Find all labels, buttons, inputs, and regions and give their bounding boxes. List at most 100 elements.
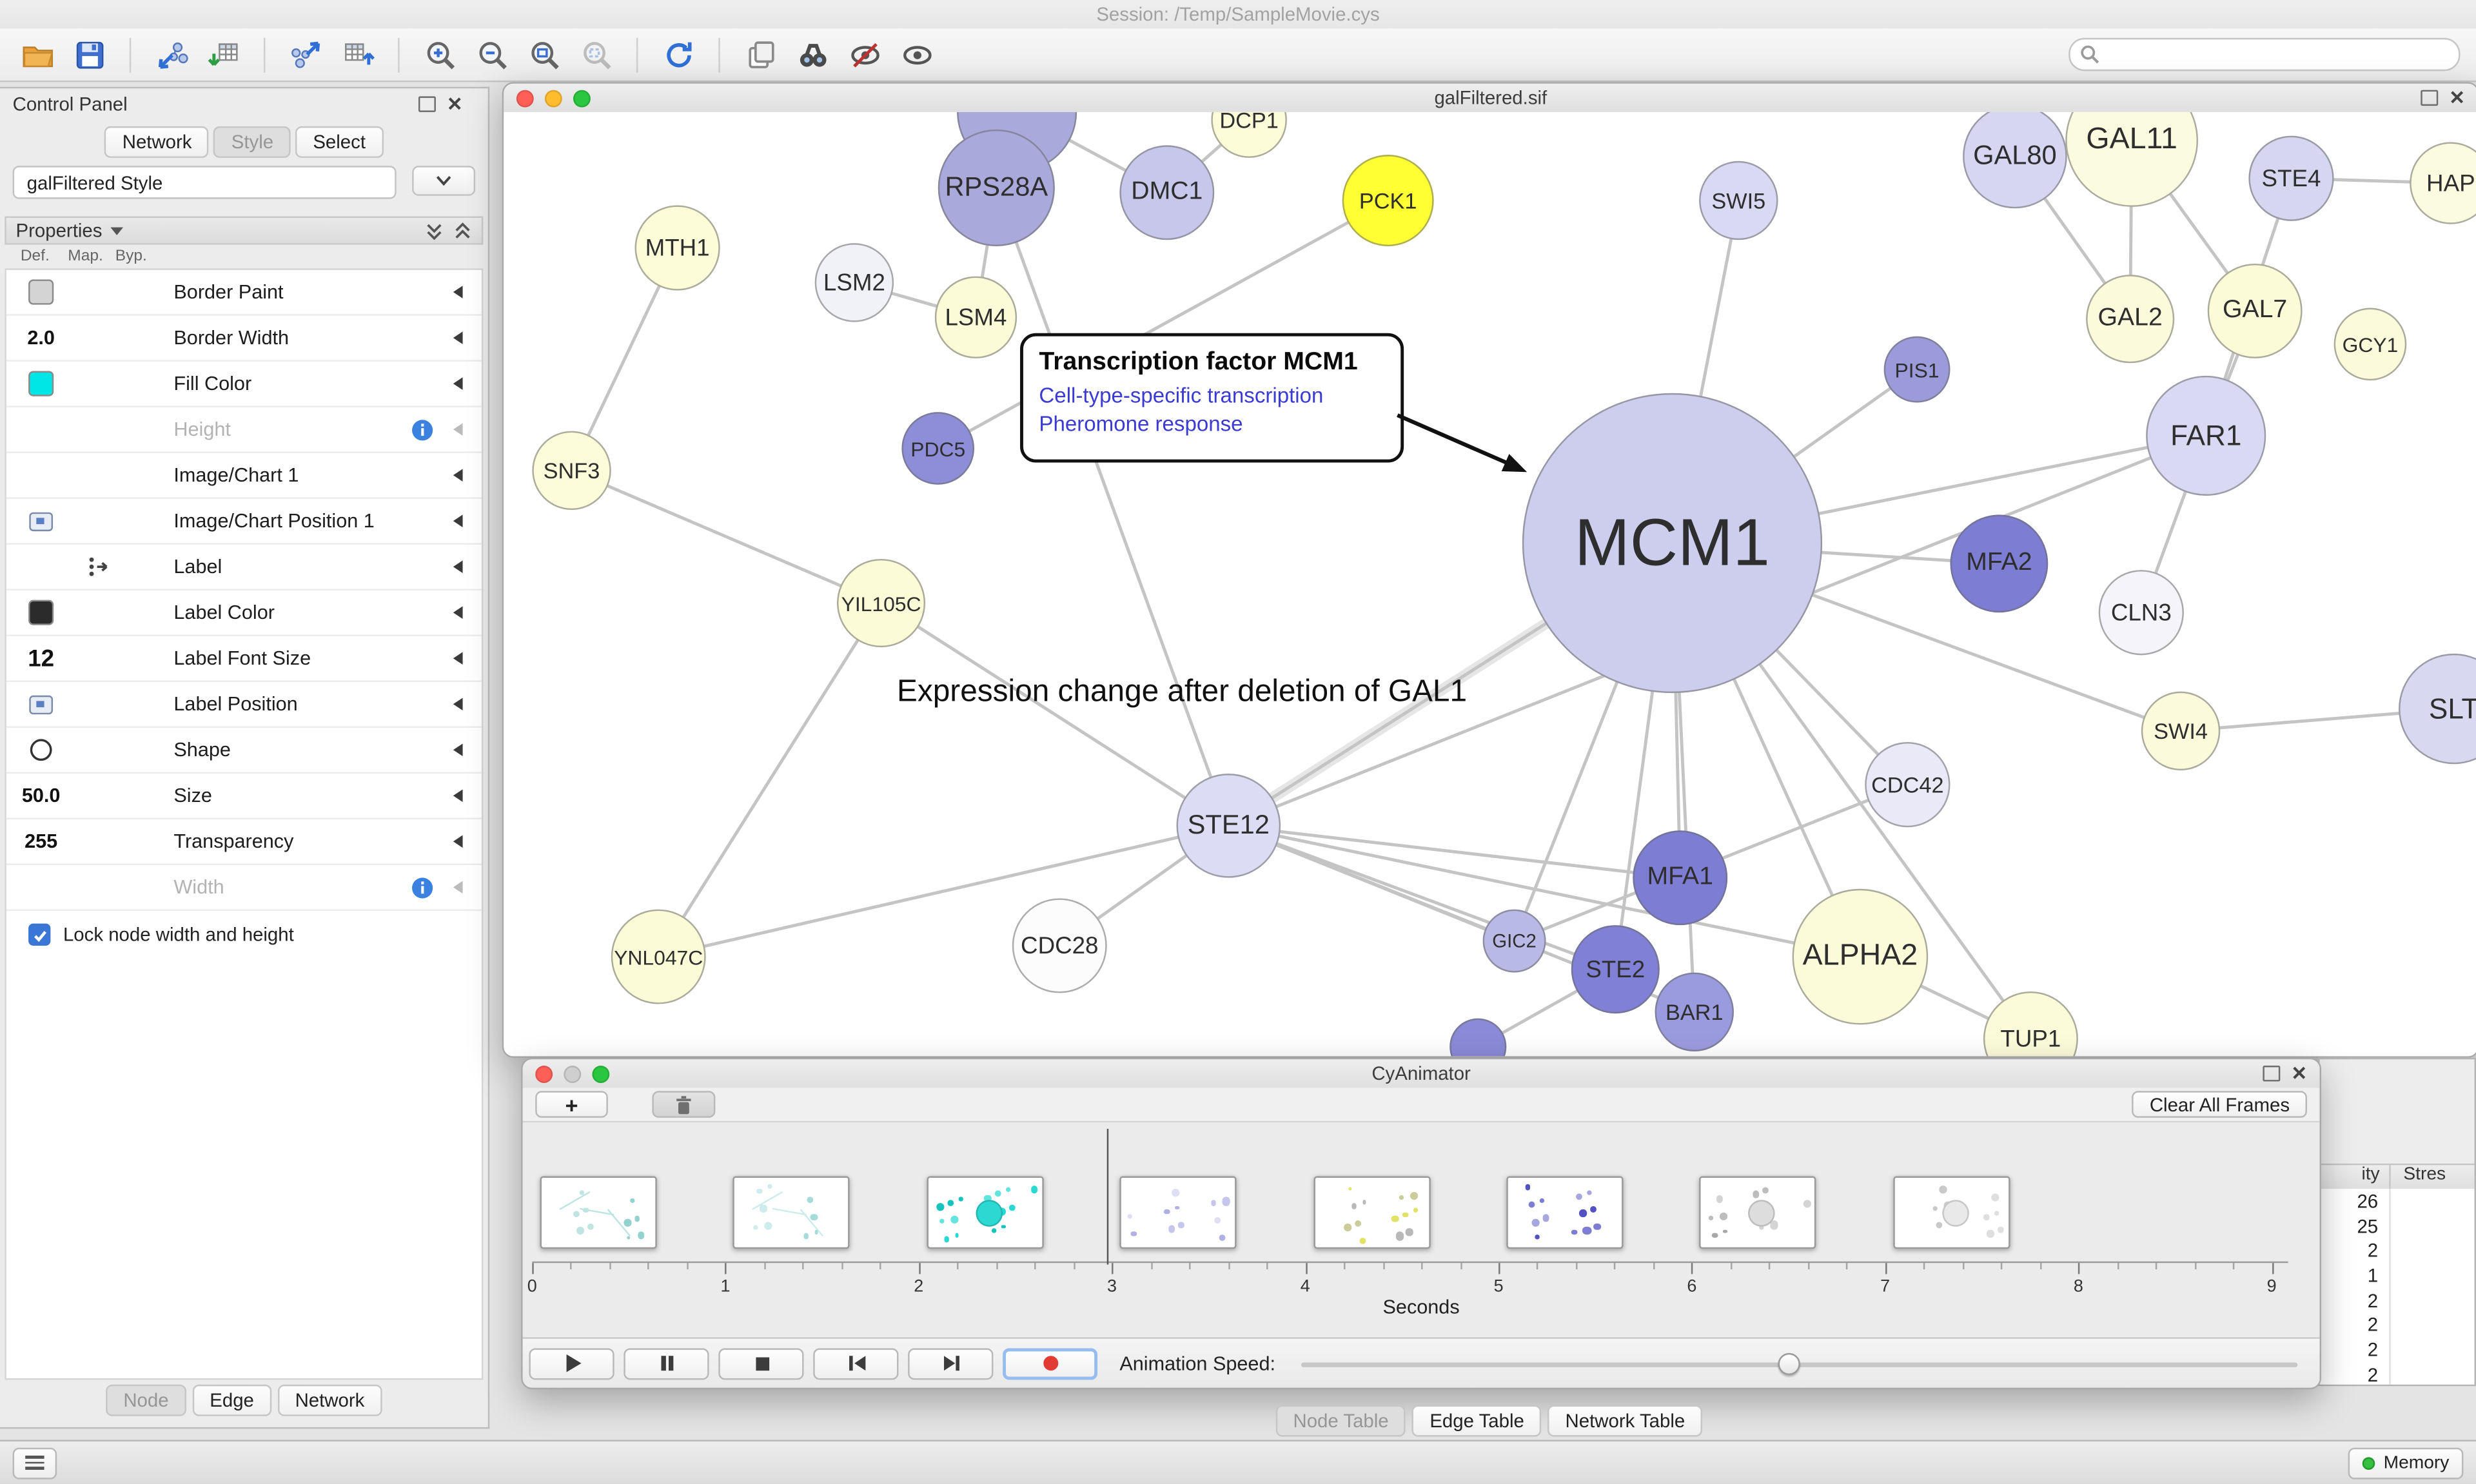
network-node[interactable]: MCM1 [1522,393,1823,694]
table-column-header[interactable]: ity [2361,1165,2380,1184]
expand-arrow-icon[interactable] [453,789,463,803]
network-node[interactable]: BAR1 [1655,972,1734,1052]
annotation-box[interactable]: Transcription factor MCM1 Cell-type-spec… [1020,333,1404,463]
clear-all-frames-button[interactable]: Clear All Frames [2132,1091,2307,1118]
memory-button[interactable]: Memory [2348,1447,2464,1479]
find-button[interactable] [791,34,834,75]
search-box[interactable] [2068,37,2461,72]
table-row[interactable]: 1 [2320,1263,2475,1287]
expand-arrow-icon[interactable] [453,606,463,620]
network-edge[interactable] [1228,824,1680,880]
network-node[interactable]: MFA2 [1950,514,2049,613]
network-node[interactable]: YIL105C [836,558,926,648]
frame-thumbnail[interactable] [540,1176,657,1249]
export-network-button[interactable] [284,34,327,75]
network-node[interactable]: ALPHA2 [1792,888,1929,1025]
expand-arrow-icon[interactable] [453,652,463,665]
property-row[interactable]: Fill Color [6,362,482,407]
close-window-icon[interactable] [516,89,534,107]
network-node[interactable]: YNL047C [611,909,706,1004]
info-icon[interactable] [411,418,435,442]
property-row[interactable]: Image/Chart 1 [6,453,482,499]
property-row[interactable]: Label Color [6,591,482,636]
expand-arrow-icon[interactable] [453,698,463,711]
close-panel-icon[interactable]: ✕ [446,93,463,115]
property-row[interactable]: Border Paint [6,270,482,316]
network-node[interactable]: STE12 [1176,774,1281,878]
go-to-end-button[interactable] [908,1347,994,1380]
property-row[interactable]: Width [6,865,482,912]
open-session-button[interactable] [15,34,58,75]
default-value-cell[interactable] [6,692,76,716]
table-row[interactable]: 26 [2320,1189,2475,1213]
color-swatch[interactable] [28,371,54,396]
expand-arrow-icon[interactable] [453,423,463,436]
network-node[interactable]: STE2 [1571,925,1660,1014]
speed-slider[interactable] [1301,1347,2298,1379]
network-node[interactable]: SWI4 [2141,691,2221,771]
frame-thumbnail[interactable] [1892,1176,2010,1249]
table-row[interactable]: 2 [2320,1362,2475,1385]
expand-arrow-icon[interactable] [453,469,463,482]
zoom-selected-button[interactable] [575,34,617,75]
info-icon[interactable] [411,875,435,899]
add-frame-button[interactable]: + [535,1091,608,1118]
style-tab-node[interactable]: Node [106,1384,186,1416]
import-table-button[interactable] [202,34,244,75]
network-node[interactable]: MTH1 [634,205,720,291]
table-tab-node-table[interactable]: Node Table [1275,1405,1406,1437]
property-row[interactable]: Label Position [6,682,482,728]
network-node[interactable]: PCK1 [1342,155,1434,247]
float-window-icon[interactable] [2421,90,2439,106]
network-node[interactable]: PIS1 [1883,336,1950,403]
color-swatch[interactable] [28,279,54,305]
network-node[interactable]: CDC42 [1865,742,1950,828]
frame-thumbnail[interactable] [1506,1176,1624,1249]
style-options-button[interactable] [412,166,476,196]
search-input[interactable] [2106,41,2450,68]
annotation-link[interactable]: Pheromone response [1039,412,1243,436]
network-node[interactable]: GAL2 [2086,275,2175,364]
export-table-button[interactable] [337,34,379,75]
expand-arrow-icon[interactable] [453,835,463,848]
lock-size-row[interactable]: Lock node width and height [6,911,482,946]
table-tab-network-table[interactable]: Network Table [1548,1405,1703,1437]
property-row[interactable]: Shape [6,728,482,774]
timeline-playhead[interactable] [1106,1129,1109,1265]
property-row[interactable]: Height [6,407,482,453]
zoom-in-button[interactable] [418,34,461,75]
network-node[interactable]: PDC5 [901,412,975,485]
slider-handle[interactable] [1778,1352,1800,1374]
network-edge[interactable] [1228,824,1616,971]
frame-thumbnail[interactable] [1119,1176,1237,1249]
expand-arrow-icon[interactable] [453,881,463,894]
annotation-link[interactable]: Cell-type-specific transcription [1039,384,1324,407]
default-value-cell[interactable] [6,279,76,305]
network-node[interactable]: GAL7 [2207,263,2303,358]
default-value-cell[interactable] [6,371,76,396]
table-row[interactable]: 2 [2320,1288,2475,1313]
default-value-cell[interactable] [6,737,76,763]
table-row[interactable]: 25 [2320,1214,2475,1238]
expand-arrow-icon[interactable] [453,560,463,573]
zoom-window-icon[interactable] [573,89,591,107]
minimize-window-icon[interactable] [564,1064,582,1082]
network-node[interactable]: FAR1 [2146,375,2266,496]
network-node[interactable]: GAL80 [1963,112,2067,209]
zoom-out-button[interactable] [471,34,513,75]
float-window-icon[interactable] [2263,1066,2281,1082]
network-edge[interactable] [1228,824,1861,959]
table-row[interactable]: 2 [2320,1238,2475,1263]
zoom-fit-button[interactable] [523,34,565,75]
float-panel-icon[interactable] [418,96,436,112]
default-value-cell[interactable]: 255 [6,830,76,852]
close-frame-icon[interactable]: ✕ [2291,1062,2307,1085]
properties-header[interactable]: Properties [5,216,484,245]
default-value-cell[interactable]: 12 [6,645,76,672]
property-row[interactable]: Image/Chart Position 1 [6,499,482,545]
lock-size-checkbox[interactable] [28,923,51,946]
